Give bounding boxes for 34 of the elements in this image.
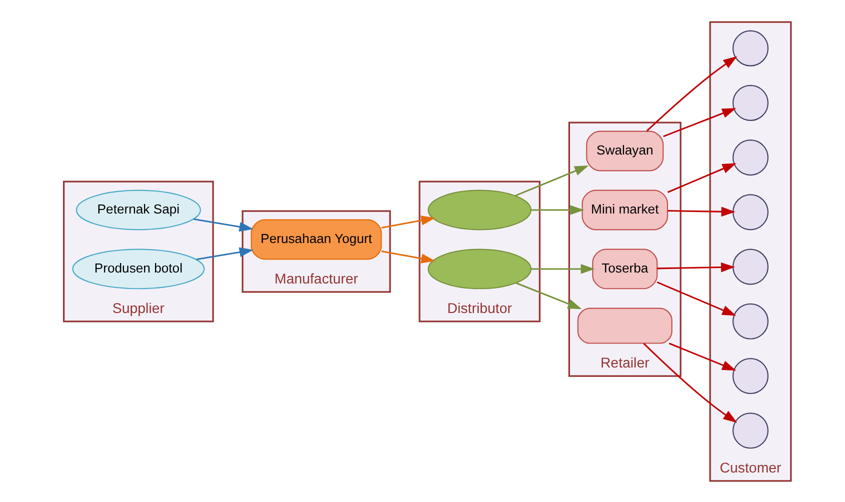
node-box: Swalayan — [586, 130, 664, 171]
node-circle — [732, 358, 768, 394]
node-circle — [732, 302, 768, 339]
arrow — [656, 281, 736, 316]
arrow — [642, 342, 737, 422]
arrow — [668, 342, 736, 370]
node-box — [576, 307, 672, 344]
node-box: Toserba — [592, 248, 658, 289]
node-circle — [732, 84, 768, 120]
arrow — [515, 282, 582, 309]
arrow — [656, 262, 735, 272]
arrow — [514, 165, 588, 196]
node-circle — [732, 139, 768, 176]
node-ellipse — [427, 189, 531, 230]
arrow — [196, 246, 253, 260]
arrow — [646, 56, 737, 132]
node-circle — [732, 30, 768, 66]
cluster: Customer — [708, 20, 792, 482]
node-box: Perusahaan Yogurt — [250, 218, 382, 260]
node-circle — [732, 194, 768, 230]
arrow — [530, 204, 584, 214]
arrow — [193, 218, 253, 232]
arrow — [667, 206, 735, 216]
node-box: Mini market — [581, 189, 668, 230]
arrow — [662, 108, 736, 137]
node-circle — [732, 412, 768, 448]
node-circle — [732, 248, 768, 284]
arrow — [380, 250, 435, 263]
arrow — [530, 264, 594, 274]
node-ellipse: Peternak Sapi — [75, 189, 200, 230]
arrow — [666, 162, 736, 192]
node-ellipse: Produsen botol — [72, 248, 204, 289]
arrow — [380, 215, 435, 228]
node-ellipse — [427, 248, 531, 289]
